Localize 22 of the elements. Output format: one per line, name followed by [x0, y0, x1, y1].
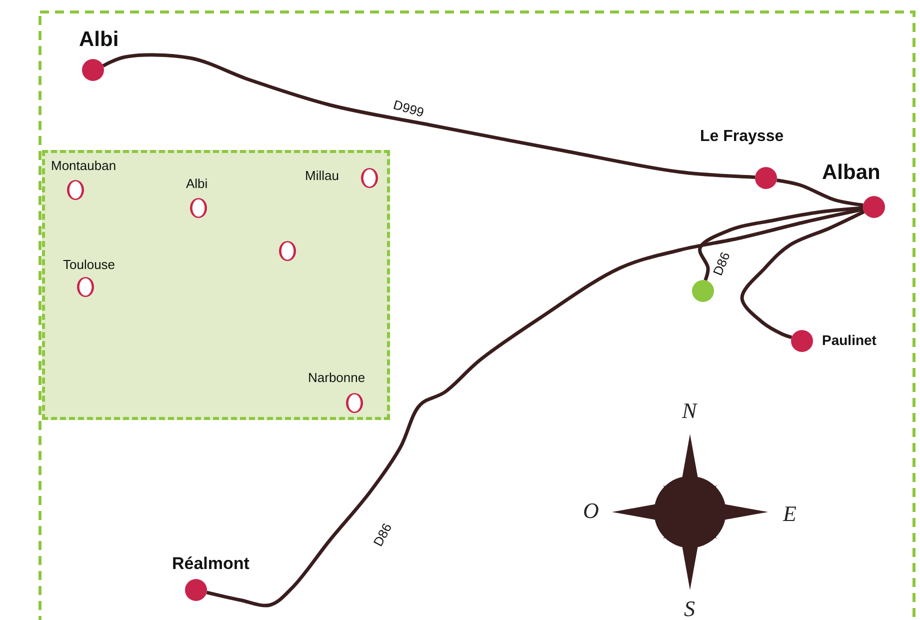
- place-label: Le Fraysse: [700, 128, 784, 146]
- compass-direction-label: E: [783, 503, 796, 525]
- compass-direction-label: O: [583, 500, 599, 522]
- place-label: Réalmont: [172, 554, 250, 574]
- place-label: Alban: [822, 161, 880, 185]
- road: [102, 53, 756, 179]
- place-label: Albi: [79, 28, 119, 52]
- place-label: Narbonne: [308, 370, 366, 385]
- place-label: Millau: [305, 168, 339, 183]
- road: [740, 210, 865, 340]
- compass-direction-label: S: [684, 598, 695, 620]
- road: [776, 178, 864, 207]
- road: [698, 206, 864, 281]
- place-label: Toulouse: [63, 257, 116, 272]
- location-dot: [692, 280, 714, 302]
- place-label: Paulinet: [822, 332, 876, 348]
- inset-map-panel: [42, 150, 390, 420]
- compass-direction-label: N: [682, 400, 697, 422]
- road: [206, 208, 864, 608]
- place-label: Albi: [186, 176, 208, 191]
- city-marker: [278, 241, 296, 261]
- place-label: Montauban: [51, 158, 116, 173]
